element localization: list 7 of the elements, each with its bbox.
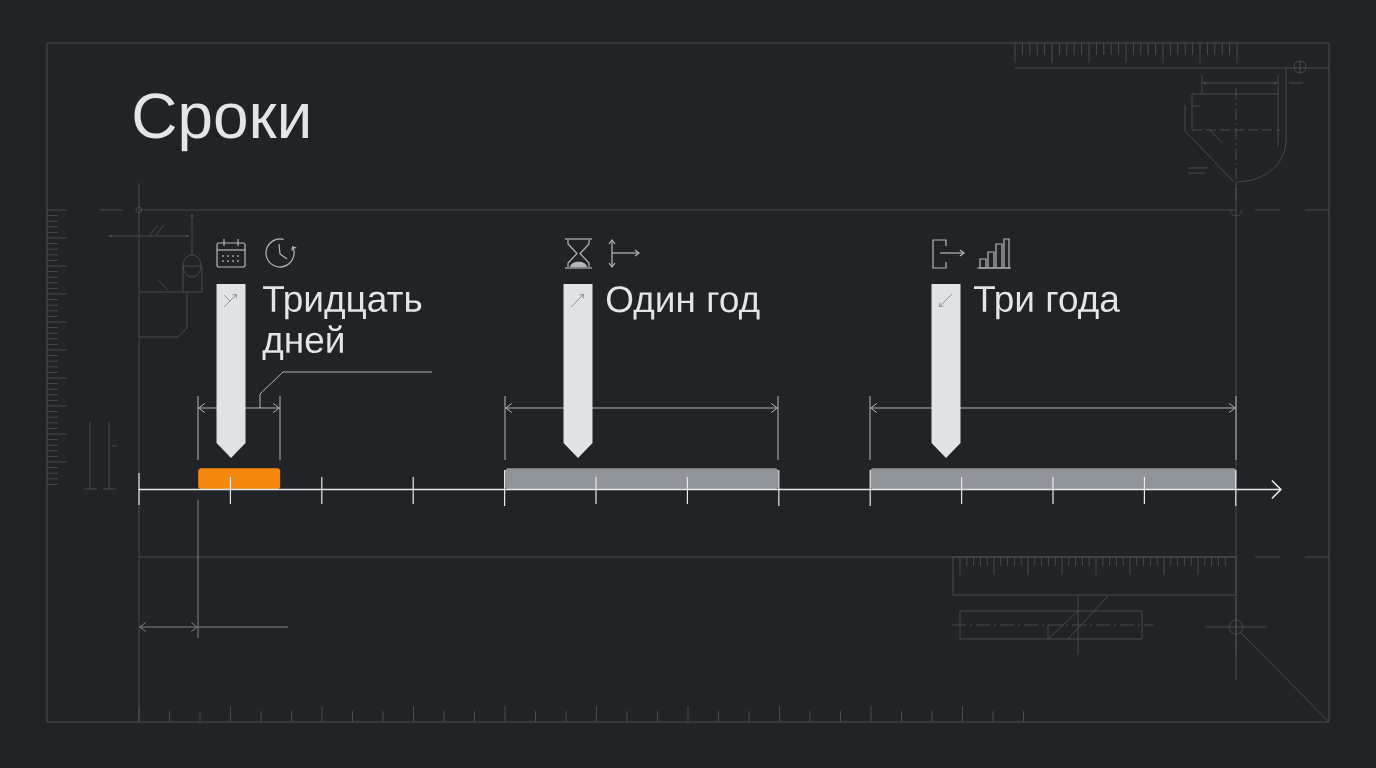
period-label: Три года: [974, 286, 1120, 320]
period-label: Один год: [606, 286, 760, 320]
period-bar: [198, 468, 281, 490]
period-bar: [870, 468, 1237, 490]
title: Сроки: [134, 93, 308, 152]
period-label: Тридцать дней: [262, 286, 422, 360]
period-bar: [505, 468, 779, 490]
